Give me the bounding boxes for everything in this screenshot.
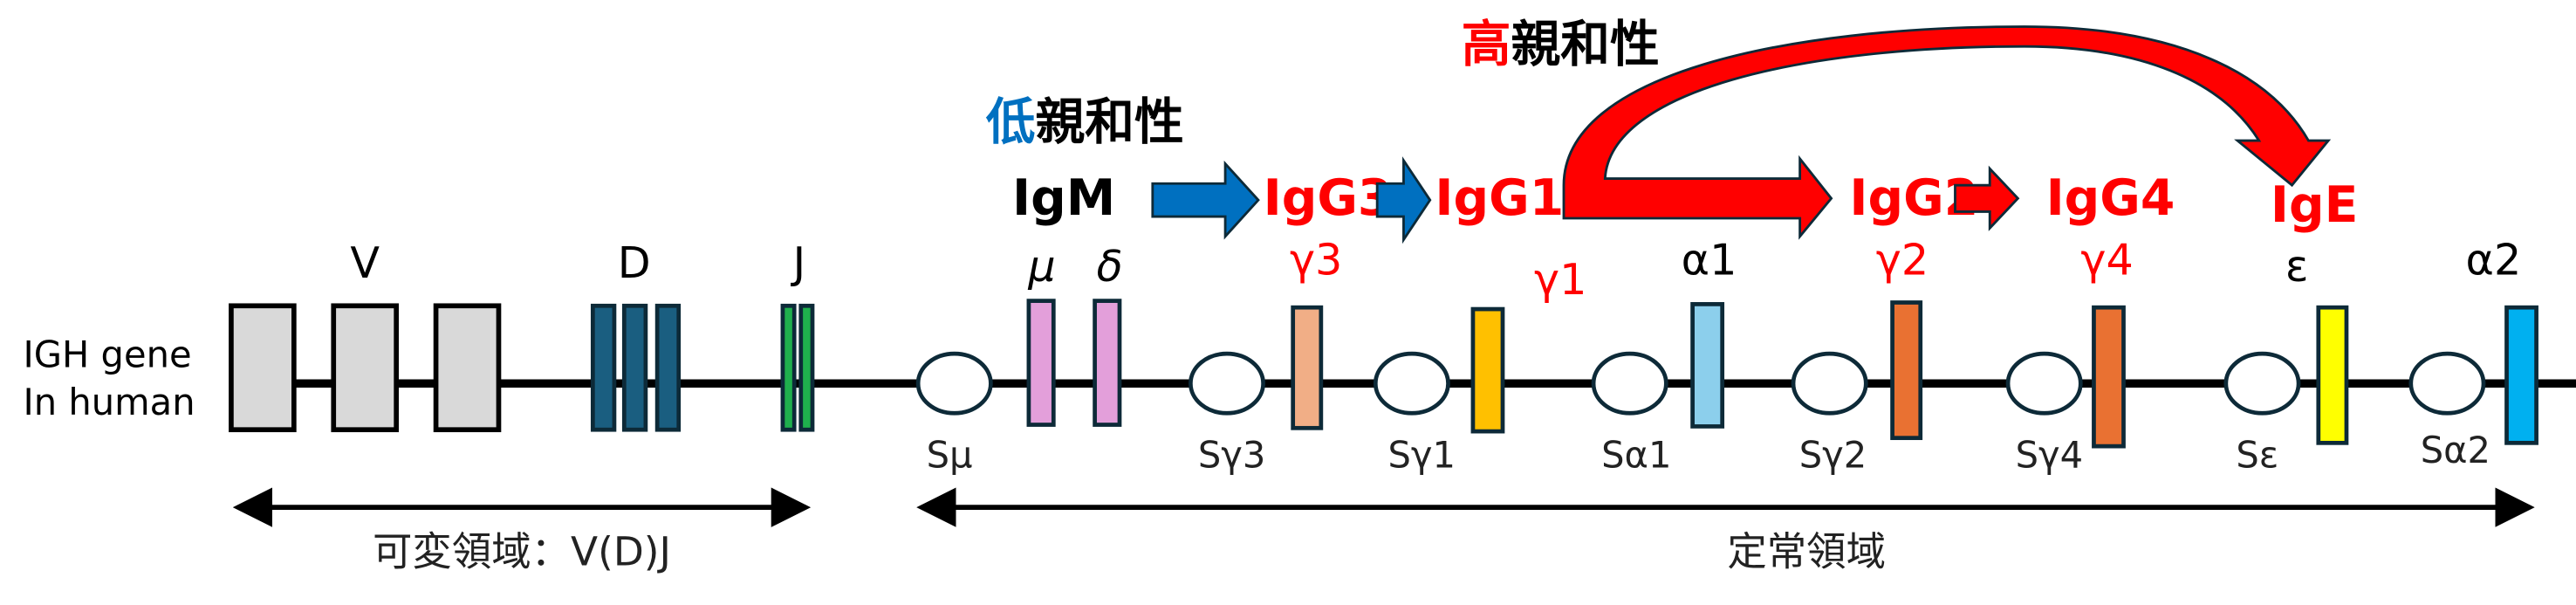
switch-region-s-gamma3 [1188, 351, 1265, 416]
arrow-igg2-to-igg4 [1954, 165, 2020, 231]
v-segment-box [331, 303, 399, 433]
d-segment-box [621, 303, 648, 432]
isotype-ige: IgE [2271, 176, 2359, 234]
high-affinity-switch-arrow [1562, 25, 2332, 240]
switch-label-s-alpha1: Sα1 [1601, 434, 1671, 477]
high-affinity-text: 親和性 [1511, 16, 1659, 73]
low-prefix: 低 [986, 93, 1036, 151]
high-affinity-label: 高親和性 [1462, 16, 1660, 73]
arrow-igg3-to-igg1 [1375, 156, 1432, 244]
j-segment-box [780, 303, 797, 432]
switch-region-s-gamma2 [1791, 351, 1868, 416]
gene-label-gamma1: γ1 [1534, 254, 1586, 305]
gene-label-alpha2: α2 [2466, 234, 2522, 285]
isotype-igg4: IgG4 [2046, 169, 2175, 227]
switch-region-s-gamma1 [1373, 351, 1450, 416]
v-segment-box [229, 303, 297, 433]
j-segments [780, 303, 815, 432]
d-segment-box [590, 303, 617, 432]
gene-label-gamma3: γ3 [1290, 234, 1342, 285]
switch-label-s-alpha2: Sα2 [2421, 429, 2490, 471]
gene-box-mu [1026, 299, 1056, 427]
variable-region-label: 可変領域：V(D)J [373, 528, 671, 574]
gene-box-delta [1093, 299, 1122, 427]
constant-region-label: 定常領域 [1727, 528, 1886, 574]
constant-genes [1026, 299, 2538, 449]
high-prefix: 高 [1462, 16, 1511, 73]
switch-region-s-gamma4 [2005, 351, 2083, 416]
switch-region-s-alpha2 [2408, 351, 2486, 416]
gene-box-epsilon [2316, 305, 2349, 445]
v-segment-box [433, 303, 502, 433]
gene-label-delta: δ [1097, 241, 1123, 292]
isotype-igm: IgM [1012, 169, 1115, 227]
switch-label-s-gamma4: Sγ4 [2016, 434, 2084, 477]
switch-label-s-gamma1: Sγ1 [1388, 434, 1456, 477]
gene-label-gamma2: γ2 [1876, 234, 1929, 285]
j-segment-box [798, 303, 815, 432]
v-label: V [350, 237, 380, 288]
switch-label-s-gamma3: Sγ3 [1198, 434, 1266, 477]
d-segments [590, 303, 682, 432]
d-label: D [618, 237, 651, 288]
isotype-igg1: IgG1 [1435, 169, 1564, 227]
switch-label-s-mu: Sμ [927, 434, 973, 477]
in-human-label: In human [23, 381, 195, 423]
switch-region-s-epsilon [2223, 351, 2301, 416]
gene-label-gamma4: γ4 [2080, 234, 2133, 285]
gene-box-gamma1 [1470, 306, 1505, 434]
gene-box-gamma2 [1890, 300, 1923, 441]
arrow-igm-to-igg3 [1151, 160, 1260, 240]
v-segments [229, 303, 502, 433]
gene-box-alpha2 [2504, 305, 2538, 445]
gene-box-alpha1 [1690, 302, 1725, 429]
j-label: J [791, 237, 806, 288]
gene-box-gamma3 [1291, 305, 1324, 430]
low-affinity-text: 親和性 [1035, 93, 1183, 151]
d-segment-box [654, 303, 682, 432]
switch-regions [915, 351, 2486, 416]
low-affinity-label: 低親和性 [986, 93, 1184, 151]
isotype-igg3: IgG3 [1264, 169, 1393, 227]
switch-label-s-epsilon: Sε [2236, 434, 2278, 477]
gene-label-epsilon: ε [2285, 241, 2309, 292]
igh-gene-label: IGH gene [23, 333, 191, 375]
switch-region-s-mu [915, 351, 993, 416]
switch-label-s-gamma2: Sγ2 [1799, 434, 1867, 477]
gene-label-alpha1: α1 [1682, 234, 1737, 285]
gene-box-gamma4 [2092, 305, 2126, 449]
gene-label-mu: μ [1027, 241, 1055, 292]
switch-region-s-alpha1 [1591, 351, 1668, 416]
